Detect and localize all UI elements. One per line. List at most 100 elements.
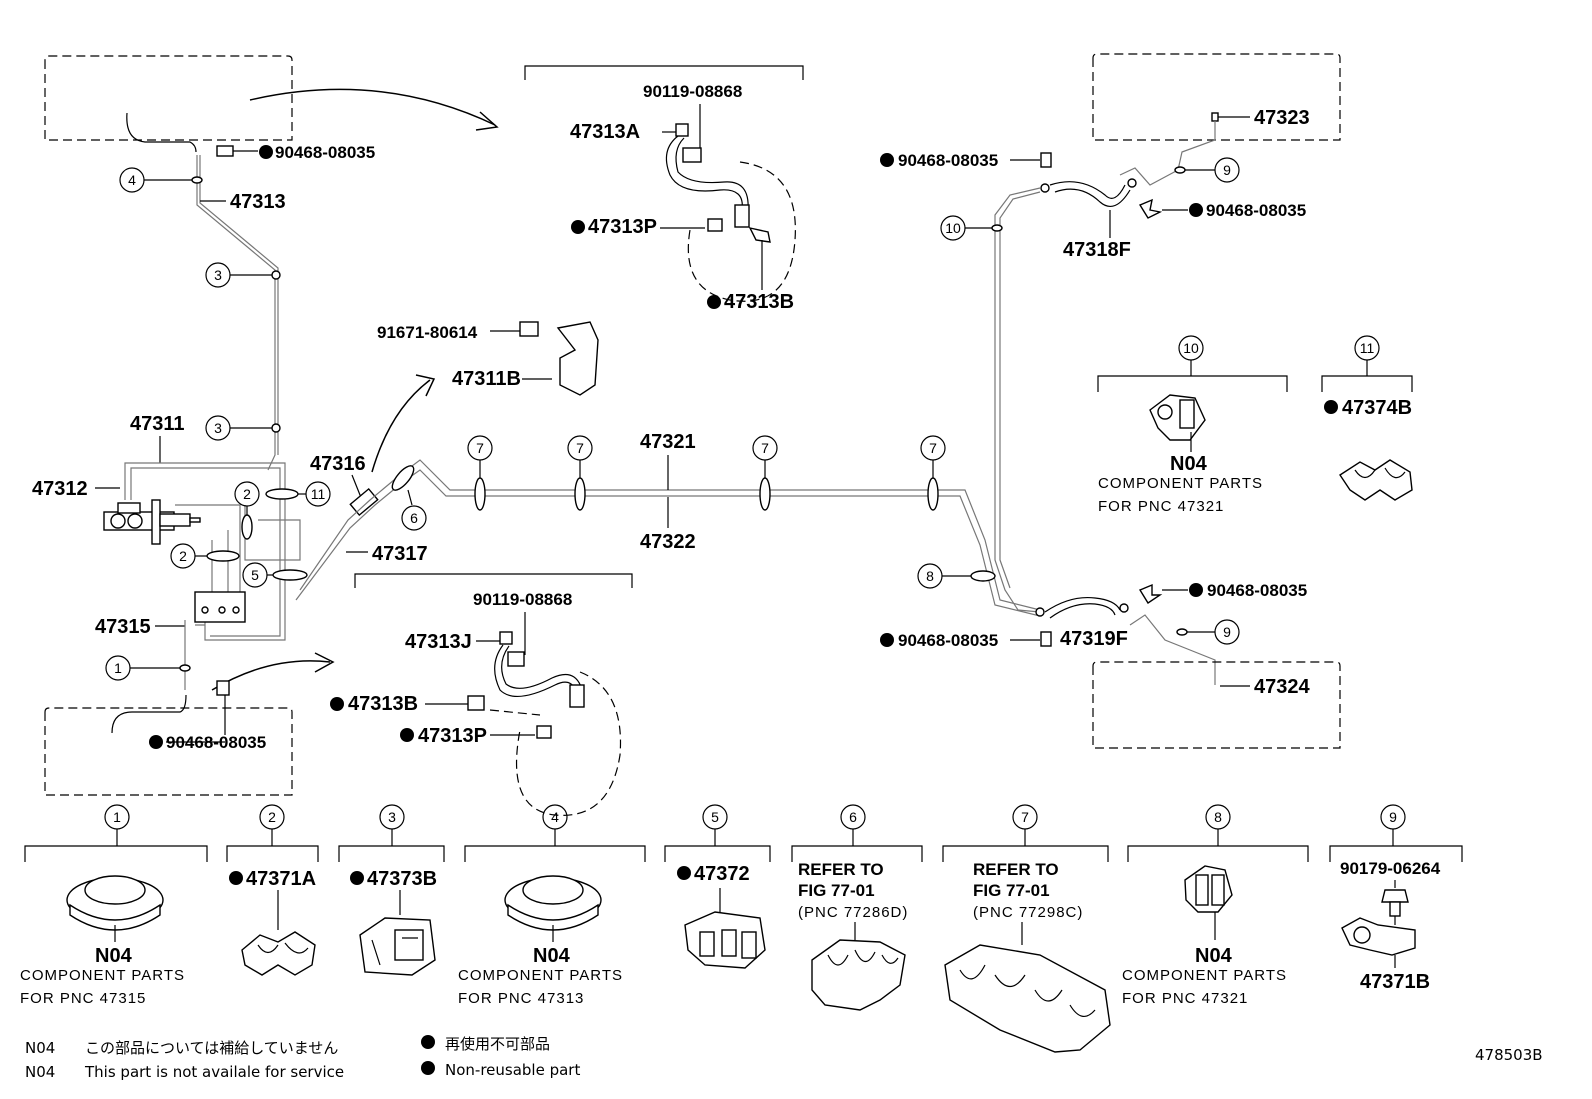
svg-text:7: 7 xyxy=(761,440,769,456)
svg-text:6: 6 xyxy=(410,510,418,526)
label-panel-7-line1: REFER TO xyxy=(973,860,1059,879)
callout-9-top: 9 xyxy=(1174,157,1240,183)
svg-text:8: 8 xyxy=(1214,809,1222,825)
label-47317: 47317 xyxy=(372,543,428,565)
label-47313B-top: 47313B xyxy=(724,291,794,313)
hose-47313A-group: 90119-08868 47313A 47313P 47313B xyxy=(524,65,804,313)
pipe-right-vertical xyxy=(994,187,1041,613)
svg-text:9: 9 xyxy=(1223,162,1231,178)
label-panel-7-line3: (PNC 77298C) xyxy=(973,904,1083,921)
panel-9-clip: 9 90179-06264 47371B xyxy=(1329,804,1463,993)
label-47371A: 47371A xyxy=(246,868,316,890)
pipe-47321-47322: 47321 47322 xyxy=(640,431,696,553)
label-bolt-91671: 91671-80614 xyxy=(377,323,478,342)
label-panel-1-line1: COMPONENT PARTS xyxy=(20,967,185,984)
label-panel-4-code: N04 xyxy=(533,945,571,967)
label-panel-4-line2: FOR PNC 47313 xyxy=(458,990,584,1007)
label-panel-1-line2: FOR PNC 47315 xyxy=(20,990,146,1007)
callout-6: 6 xyxy=(391,465,427,531)
callout-3-lower: 3 xyxy=(205,415,281,441)
label-47322: 47322 xyxy=(640,531,696,553)
label-grommet-10-line1: COMPONENT PARTS xyxy=(1098,475,1263,492)
label-panel-6-line3: (PNC 77286D) xyxy=(798,904,908,921)
callout-7-c: 7 xyxy=(752,435,778,511)
svg-text:5: 5 xyxy=(711,809,719,825)
clip-90468-right-top-left: 90468-08035 xyxy=(880,151,1052,170)
label-47372: 47372 xyxy=(694,863,750,885)
label-47313: 47313 xyxy=(230,191,286,213)
callout-1-left: 1 xyxy=(105,655,191,681)
callout-3-upper: 3 xyxy=(205,262,281,288)
label-47374B: 47374B xyxy=(1342,397,1412,419)
label-47319F: 47319F xyxy=(1060,628,1128,650)
label-47321: 47321 xyxy=(640,431,696,453)
clip-90468-top-left: 90468-08035 xyxy=(216,143,375,162)
callout-7-d: 7 xyxy=(920,435,946,511)
hose-47318F: 47318F xyxy=(1040,178,1137,261)
label-47313P-mid: 47313P xyxy=(418,725,487,747)
label-grommet-10-line2: FOR PNC 47321 xyxy=(1098,498,1224,515)
callout-8-left: 8 xyxy=(917,563,996,589)
callout-4-top: 4 xyxy=(119,167,203,193)
panel-11-clamp: 11 47374B xyxy=(1321,335,1413,501)
callout-9-bottom: 9 xyxy=(1176,619,1240,645)
label-47316: 47316 xyxy=(310,453,366,475)
label-clip-bottom-left: 90468-08035 xyxy=(166,733,266,752)
svg-text:6: 6 xyxy=(849,809,857,825)
label-47313P-top: 47313P xyxy=(588,216,657,238)
callout-10-left: 10 xyxy=(940,215,1003,241)
callout-5: 5 xyxy=(242,562,308,588)
svg-text:11: 11 xyxy=(1360,340,1375,356)
label-47313J: 47313J xyxy=(405,631,472,653)
clip-90468-bottom-left: 90468-08035 xyxy=(149,680,266,752)
svg-text:10: 10 xyxy=(945,220,961,236)
bottom-left-reference-box xyxy=(44,652,335,796)
legend-dot-text-en: Non-reusable part xyxy=(445,1061,580,1079)
master-cylinder-assembly: 47311 47312 xyxy=(32,413,301,641)
label-47311: 47311 xyxy=(130,413,185,435)
callout-2-left: 2 xyxy=(170,543,240,569)
svg-text:2: 2 xyxy=(268,809,276,825)
label-47318F: 47318F xyxy=(1063,239,1131,261)
svg-text:10: 10 xyxy=(1183,340,1199,356)
panel-4-grommet: 4 N04 COMPONENT PARTS FOR PNC 47313 xyxy=(458,804,646,1007)
clip-90468-right-bottom-left: 90468-08035 xyxy=(880,631,1052,650)
label-47312: 47312 xyxy=(32,478,88,500)
svg-text:7: 7 xyxy=(1021,809,1029,825)
label-47313B-mid: 47313B xyxy=(348,693,418,715)
label-bolt-90119-mid: 90119-08868 xyxy=(473,590,572,609)
panel-2-clamp: 2 47371A xyxy=(226,804,319,976)
label-panel-8-code: N04 xyxy=(1195,945,1233,967)
label-clip-right-bottom-left: 90468-08035 xyxy=(898,631,998,650)
label-panel-8-line1: COMPONENT PARTS xyxy=(1122,967,1287,984)
pipe-47313-vertical xyxy=(196,155,276,471)
top-left-reference-box xyxy=(44,55,499,153)
hose-47319F: 47319F xyxy=(1035,596,1129,650)
panel-10-grommet: 10 N04 COMPONENT PARTS FOR PNC 47321 xyxy=(1097,335,1288,515)
svg-text:11: 11 xyxy=(311,486,326,502)
label-panel-7-line2: FIG 77-01 xyxy=(973,881,1050,900)
legend-n04-text-en: This part is not availale for service xyxy=(84,1063,344,1081)
label-47311B: 47311B xyxy=(452,368,521,390)
label-panel-8-line2: FOR PNC 47321 xyxy=(1122,990,1248,1007)
svg-text:2: 2 xyxy=(179,548,187,564)
label-47315: 47315 xyxy=(95,616,151,638)
svg-text:7: 7 xyxy=(929,440,937,456)
svg-text:9: 9 xyxy=(1223,624,1231,640)
svg-text:3: 3 xyxy=(214,267,222,283)
hose-47313J-group: 90119-08868 47313J 47313B 47313P xyxy=(330,573,633,816)
svg-text:9: 9 xyxy=(1389,809,1397,825)
svg-text:3: 3 xyxy=(388,809,396,825)
panel-6-clamp: 6 REFER TO FIG 77-01 (PNC 77286D) xyxy=(791,804,923,1011)
clip-90468-right-top-right: 90468-08035 xyxy=(1138,198,1306,220)
panel-8-grommet: 8 N04 COMPONENT PARTS FOR PNC 47321 xyxy=(1122,804,1309,1007)
label-panel-1-code: N04 xyxy=(95,945,133,967)
label-grommet-10-code: N04 xyxy=(1170,453,1208,475)
label-clip-right-top-right: 90468-08035 xyxy=(1206,201,1306,220)
clip-90468-right-bottom-right: 90468-08035 xyxy=(1138,581,1307,604)
label-47313A: 47313A xyxy=(570,121,640,143)
legend-n04-code-en: N04 xyxy=(25,1063,55,1081)
bracket-47311B-group: 91671-80614 47311B xyxy=(377,321,599,396)
svg-text:8: 8 xyxy=(926,568,934,584)
